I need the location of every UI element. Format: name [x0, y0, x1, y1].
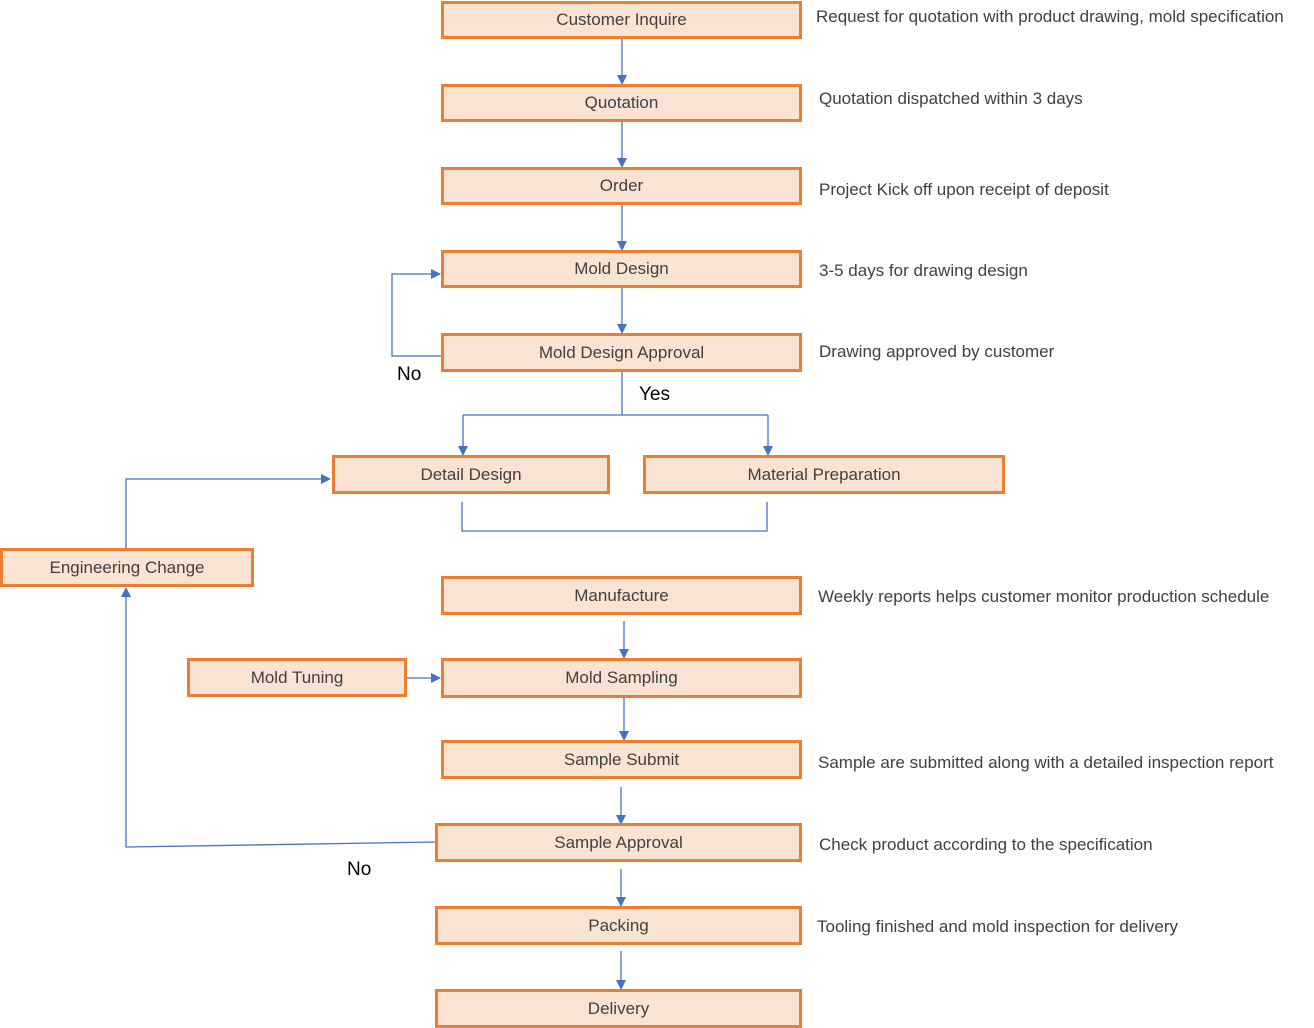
label-design-no: No	[397, 364, 422, 385]
arrow-engineering-to-detail	[125, 474, 331, 548]
note-quotation: Quotation dispatched within 3 days	[819, 89, 1083, 108]
step-label: Packing	[588, 915, 649, 935]
line-merge-bracket	[461, 502, 768, 532]
step-label: Sample Submit	[563, 749, 680, 769]
step-material-preparation: Material Preparation	[643, 455, 1005, 494]
step-label: Mold Design Approval	[538, 342, 705, 362]
step-label: Manufacture	[574, 585, 669, 605]
step-quotation: Quotation	[441, 84, 802, 122]
label-sample-no: No	[347, 859, 372, 880]
step-order: Order	[441, 167, 802, 205]
note-customer-inquire: Request for quotation with product drawi…	[816, 7, 1284, 26]
step-packing: Packing	[435, 906, 802, 945]
step-label: Quotation	[584, 93, 659, 112]
note-sample-submit: Sample are submitted along with a detail…	[818, 753, 1274, 772]
step-detail-design: Detail Design	[332, 455, 610, 494]
step-label: Order	[599, 176, 644, 195]
note-manufacture: Weekly reports helps customer monitor pr…	[818, 587, 1270, 606]
step-customer-inquire: Customer Inquire	[441, 1, 802, 39]
step-sample-submit: Sample Submit	[441, 740, 802, 779]
step-label: Material Preparation	[747, 464, 901, 484]
step-mold-tuning: Mold Tuning	[187, 658, 407, 697]
arrow-sample-no-loop	[121, 587, 436, 848]
step-sample-approval: Sample Approval	[435, 823, 802, 862]
step-label: Mold Design	[574, 259, 669, 278]
step-mold-design: Mold Design	[441, 250, 802, 288]
step-delivery: Delivery	[435, 989, 802, 1028]
step-label: Customer Inquire	[556, 10, 687, 29]
step-engineering-change: Engineering Change	[0, 548, 254, 587]
step-label: Engineering Change	[49, 557, 205, 577]
step-mold-sampling: Mold Sampling	[441, 658, 802, 698]
step-label: Detail Design	[420, 464, 522, 484]
step-label: Sample Approval	[554, 832, 683, 852]
note-sample-approval: Check product according to the specifica…	[819, 835, 1153, 854]
step-label: Delivery	[587, 998, 650, 1018]
note-mold-design: 3-5 days for drawing design	[819, 261, 1028, 280]
step-label: Mold Tuning	[250, 667, 344, 687]
step-manufacture: Manufacture	[441, 576, 802, 615]
step-mold-design-approval: Mold Design Approval	[441, 333, 802, 372]
note-order: Project Kick off upon receipt of deposit	[819, 180, 1109, 199]
note-packing: Tooling finished and mold inspection for…	[817, 917, 1178, 936]
note-mold-design-approval: Drawing approved by customer	[819, 342, 1055, 361]
step-label: Mold Sampling	[565, 668, 678, 687]
arrow-approval-no-loop	[391, 269, 441, 357]
label-design-yes: Yes	[639, 384, 670, 405]
